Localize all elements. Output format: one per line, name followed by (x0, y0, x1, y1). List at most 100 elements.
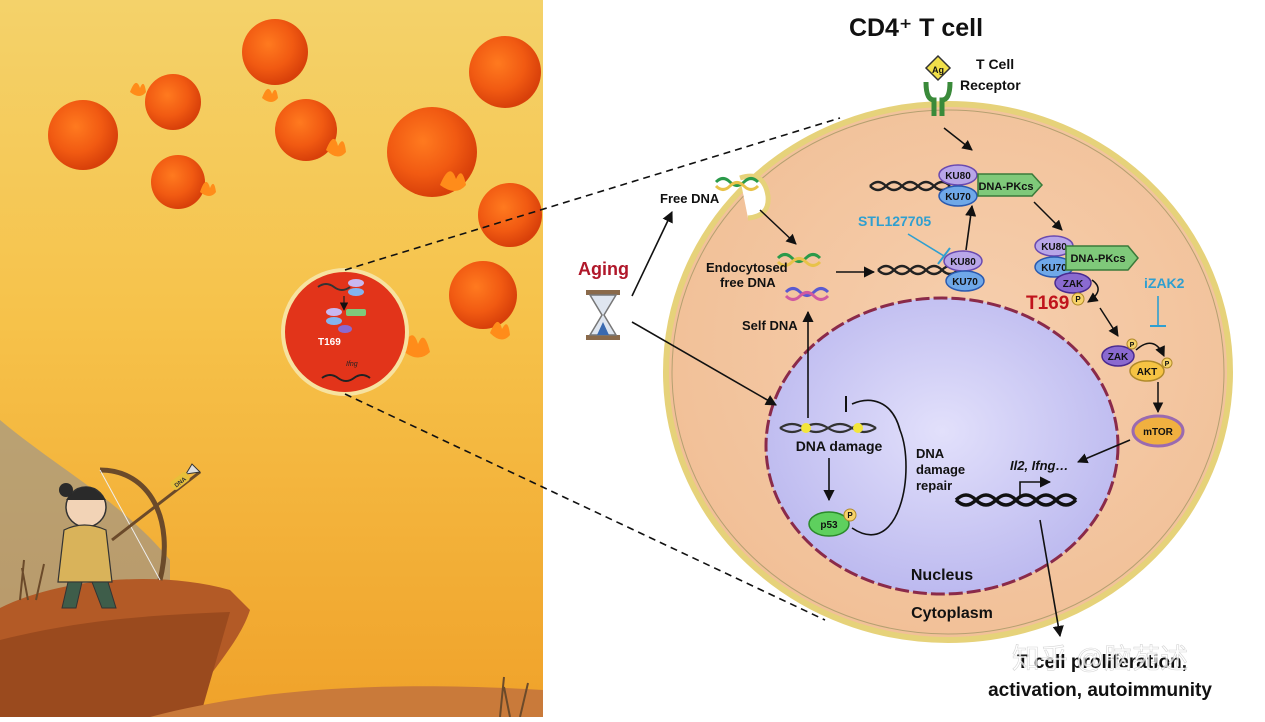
ku80-label: KU80 (950, 257, 976, 268)
receptor-chains (923, 81, 953, 116)
gene-dna-helix-icon (954, 493, 1078, 507)
arrow-shaft (111, 470, 201, 542)
hourglass-icon (586, 290, 620, 340)
ku70-protein (945, 270, 985, 292)
repair-label-line2: damage (916, 462, 965, 477)
dnapkcs-label: DNA-PKcs (1070, 253, 1125, 265)
phospho-label: P (1130, 342, 1135, 349)
bow-icon (99, 467, 167, 581)
antigen-diamond (924, 54, 952, 82)
genes-label: Il2, Ifng… (1010, 458, 1069, 473)
ku70-label: KU70 (1041, 263, 1067, 274)
phospho-label: P (1165, 361, 1170, 368)
p53-label: p53 (820, 520, 838, 531)
zoom-line-bottom (344, 393, 826, 621)
free-dna-helix-icon (714, 181, 760, 191)
aging-label: Aging (578, 259, 629, 279)
cytoplasm-label: Cytoplasm (911, 605, 993, 622)
repair-label-line3: repair (916, 478, 952, 493)
damage-site-icon (801, 423, 811, 433)
zoom-line-top (344, 117, 841, 271)
arrow-to-outcome (1039, 519, 1064, 638)
cliff-shade (0, 612, 230, 717)
repair-label-line1: DNA (916, 446, 945, 461)
watermark: 知乎 @脑苑述 (1012, 643, 1188, 674)
ku70-label: KU70 (945, 192, 971, 203)
t-cell-receptor-icon: Ag (923, 54, 953, 116)
archer-legs (61, 581, 117, 609)
zak-protein (1101, 345, 1135, 367)
flame-icon (262, 88, 278, 102)
arrow-autophospho (1087, 279, 1099, 303)
dna-helix-icon (877, 264, 959, 276)
arrow-zak-to-akt (1135, 342, 1165, 357)
arrow-aging-to-free-dna (631, 210, 673, 297)
dnapkcs-protein (977, 173, 1044, 197)
burning-cells (48, 19, 542, 358)
phospho-label: P (847, 511, 853, 520)
hourglass-bottom (586, 335, 620, 340)
arrow-head-icon (185, 463, 202, 475)
zak-label: ZAK (1108, 352, 1129, 363)
diagram-title: CD4⁺ T cell (849, 14, 983, 42)
cell-membrane-inner (671, 109, 1225, 635)
arrow-tcr-to-dnapk (943, 127, 973, 151)
burning-cell (242, 19, 308, 85)
mini-cell: T169 Ifng (281, 268, 409, 396)
illustration-panel: T169 Ifng DNA (0, 0, 543, 718)
archer-bun (59, 483, 73, 497)
dna-helix-icon (877, 264, 959, 276)
mini-ku80 (348, 279, 364, 287)
dnapkcs-label: DNA-PKcs (978, 181, 1033, 193)
arrow-tag (170, 472, 190, 490)
dna-helix-icon (869, 180, 951, 192)
transcription-start-arrow (1019, 476, 1052, 498)
outcome-line2: activation, autoimmunity (988, 680, 1212, 701)
dna-damage-label: DNA damage (796, 438, 883, 454)
mini-t169-label: T169 (318, 337, 341, 348)
arrow-ku-to-dnapk (965, 204, 977, 251)
burning-cell (145, 74, 201, 130)
ku80-protein (938, 164, 978, 186)
phospho-label: P (1075, 295, 1081, 304)
mini-ifng-label: Ifng (346, 361, 358, 368)
phospho-icon (1126, 338, 1138, 350)
flame-icon (402, 335, 430, 358)
akt-label: AKT (1137, 367, 1158, 378)
izak2-inhibitor-label: iZAK2 (1144, 275, 1185, 291)
archer-illustration: DNA (57, 463, 202, 609)
mtor-label: mTOR (1143, 427, 1174, 438)
p53-protein (808, 511, 850, 537)
flame-icon (326, 138, 346, 157)
phospho-icon (1071, 292, 1085, 306)
burning-cell (151, 155, 205, 209)
zak-label: ZAK (1063, 279, 1084, 290)
free-dna-helix-icon (714, 177, 760, 187)
mini-dnapkcs (346, 309, 366, 316)
ku70-protein (938, 185, 978, 207)
nucleus-label: Nucleus (911, 567, 973, 584)
stl-inhibitor-label: STL127705 (858, 213, 931, 229)
ku80-label: KU80 (1041, 242, 1067, 253)
archer-body (57, 524, 113, 583)
hourglass-top (586, 290, 620, 295)
dna-helix-icon (869, 180, 951, 192)
endocytosed-label-line2: free DNA (720, 275, 776, 290)
endocytosed-label-line1: Endocytosed (706, 260, 788, 275)
ku70-label: KU70 (952, 277, 978, 288)
self-dna-label: Self DNA (742, 318, 798, 333)
endocytosed-dna-helix-icon (776, 253, 822, 263)
flame-icon (130, 82, 146, 96)
receptor-label-line2: Receptor (960, 77, 1021, 93)
mini-gene-dna-icon (321, 374, 371, 382)
flame-icon (490, 321, 510, 340)
phospho-icon (843, 508, 857, 522)
flame-icon (440, 171, 466, 191)
outcome-line1: T cell proliferation, (1017, 652, 1187, 673)
arrow-to-zak-complex (1033, 201, 1063, 231)
mini-dna-icon (317, 283, 351, 291)
stl-inhibition-bar (937, 247, 951, 265)
mini-ku70 (348, 288, 364, 296)
